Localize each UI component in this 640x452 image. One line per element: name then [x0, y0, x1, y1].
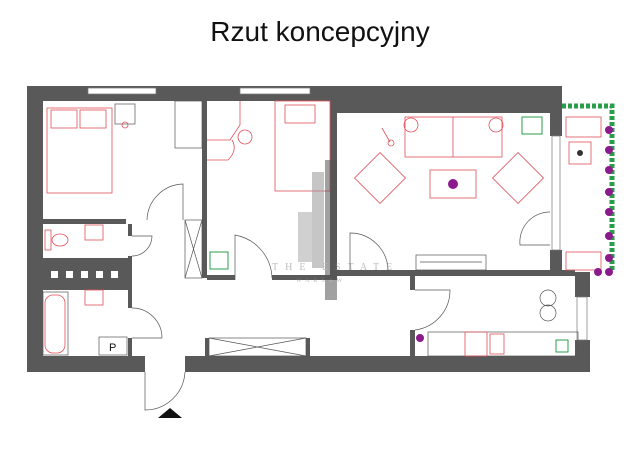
- furniture: P: [42, 100, 602, 357]
- plan-title: Rzut koncepcyjny: [210, 16, 430, 47]
- parking-label: P: [109, 342, 116, 354]
- windows: [87, 87, 588, 341]
- entrance-arrow-icon: [158, 408, 182, 418]
- watermark-subtitle: WARSAW: [296, 278, 346, 284]
- plants: [209, 103, 615, 353]
- watermark-logo: THE ESTATE WARSAW: [272, 160, 399, 300]
- walls: [27, 86, 590, 372]
- doors: [131, 100, 551, 411]
- watermark-title: THE ESTATE: [272, 262, 399, 273]
